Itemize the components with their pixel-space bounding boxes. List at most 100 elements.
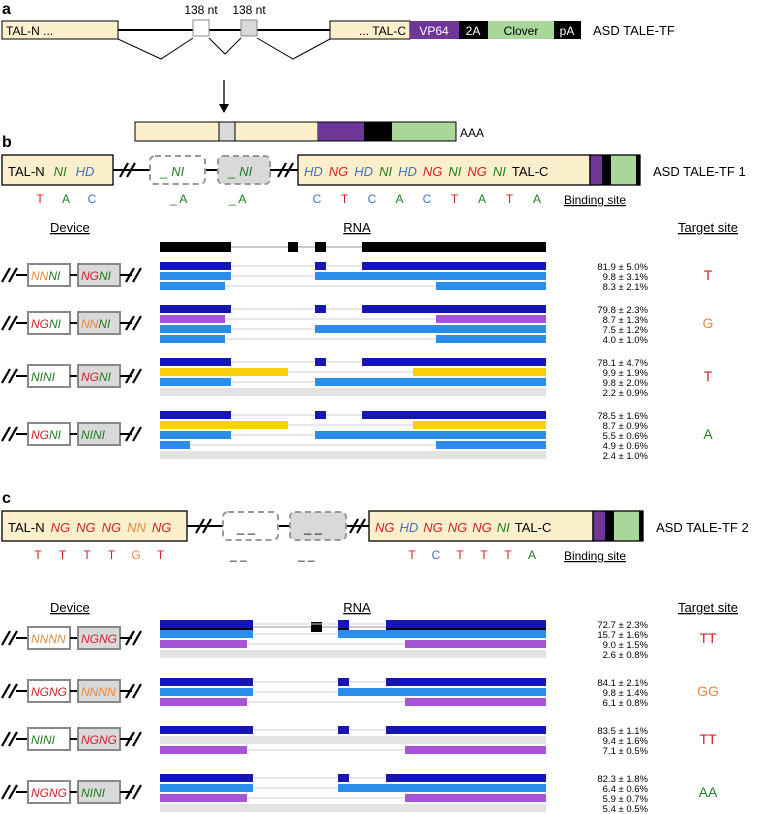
isoform-exon: [160, 431, 231, 439]
binding-base: A: [62, 192, 70, 206]
isoform-row: 4.0 ± 1.0%: [160, 335, 649, 346]
repeat-module: NI: [81, 786, 94, 800]
isoform-exon: [338, 726, 349, 734]
isoform-row: 9.8 ± 1.4%: [160, 688, 649, 699]
slash: [8, 315, 18, 331]
device-exon-1-repeats: NINI: [31, 370, 56, 384]
left-break-mark: [119, 162, 136, 178]
tal-c-box: [368, 510, 594, 542]
repeat-module: NI: [81, 428, 94, 442]
target-site-header: Target site: [678, 600, 738, 615]
device-header: Device: [50, 600, 90, 615]
repeat-module: NG: [81, 370, 99, 384]
repeat-module: NG: [467, 164, 487, 179]
slash: [132, 784, 142, 800]
repeat-module: TAL-N: [8, 164, 45, 179]
isoform-row: 7.5 ± 1.2%: [160, 325, 649, 336]
device-exon-1-repeats: NNNN: [31, 632, 66, 646]
device-left-break: [1, 315, 18, 331]
isoform-row: 83.5 ± 1.1%: [160, 726, 649, 737]
repeat-module: HD: [400, 520, 419, 535]
device-left-break: [1, 731, 18, 747]
binding-base: A: [528, 548, 536, 562]
tal-n-label: TAL-N ...: [6, 24, 53, 38]
effector-outline: [592, 510, 644, 542]
isoform-percentage: 5.4 ± 0.5%: [603, 804, 649, 814]
isoform-percentage: 81.9 ± 5.0%: [597, 262, 648, 273]
repeat-module: NN: [81, 685, 99, 699]
binding-base: T: [157, 548, 165, 562]
isoform-exon: [405, 698, 546, 706]
repeat-module: NN: [81, 317, 99, 331]
slash: [1, 784, 11, 800]
isoform-exon: [405, 640, 546, 648]
isoform-exon: [315, 262, 326, 270]
repeat-module: _: [159, 164, 168, 179]
isoform-exon: [160, 678, 253, 686]
target-site-base: T: [704, 267, 713, 283]
isoform-exon: [160, 441, 190, 449]
device-right-break: [125, 784, 142, 800]
slash: [132, 368, 142, 384]
isoform-row: 5.9 ± 0.7%: [160, 794, 649, 805]
binding-base: T: [480, 548, 488, 562]
repeat-module: NI: [48, 269, 61, 283]
polya-label: pA: [560, 24, 575, 38]
exon2-size: 138 nt: [232, 3, 266, 17]
isoform-exon: [386, 678, 546, 686]
isoform-percentage: 78.1 ± 4.7%: [597, 358, 648, 369]
slash: [1, 630, 11, 646]
isoform-percentage: 7.5 ± 1.2%: [603, 325, 649, 336]
isoform-row: 2.4 ± 1.0%: [160, 451, 649, 462]
binding-base: G: [131, 548, 140, 562]
isoform-exon: [413, 368, 546, 376]
isoform-exon: [436, 282, 546, 290]
device-right-break: [125, 731, 142, 747]
binding-base-optional: _ A: [169, 192, 187, 206]
isoform-row: 78.5 ± 1.6%: [160, 411, 649, 422]
isoform-exon: [405, 746, 546, 754]
device-right-break: [125, 426, 142, 442]
isoform-row: 81.9 ± 5.0%: [160, 262, 649, 273]
reference-exon-4: [362, 242, 546, 252]
repeat-module: NG: [102, 520, 122, 535]
binding-base-optional: _ _: [229, 548, 247, 562]
device-exon-2-repeats: NGNG: [81, 632, 117, 646]
slash: [125, 315, 135, 331]
repeat-module: NN: [48, 632, 66, 646]
isoform-percentage: 5.5 ± 0.6%: [603, 431, 649, 442]
isoform-row: 6.4 ± 0.6%: [160, 784, 649, 795]
isoform-exon: [160, 688, 253, 696]
splice-line: [208, 37, 242, 55]
isoform-row: 6.1 ± 0.8%: [160, 698, 649, 709]
isoform-percentage: 2.4 ± 1.0%: [603, 451, 649, 462]
isoform-row: 5.4 ± 0.5%: [160, 804, 649, 814]
isoform-exon: [315, 325, 546, 333]
repeat-module: HD: [354, 164, 373, 179]
isoform-percentage: 6.4 ± 0.6%: [603, 784, 649, 795]
isoform-exon: [338, 784, 546, 792]
repeat-module: NI: [379, 164, 392, 179]
repeat-module: NI: [31, 370, 44, 384]
tal-n-box: [1, 154, 114, 186]
slash: [8, 630, 18, 646]
isoform-row: 9.9 ± 1.9%: [160, 368, 649, 379]
isoform-percentage: 84.1 ± 2.1%: [597, 678, 648, 689]
device-exon-2-repeats: NGNI: [81, 269, 112, 283]
slash: [132, 267, 142, 283]
device-exon-1-repeats: NGNG: [31, 786, 67, 800]
isoform-exon: [160, 305, 231, 313]
isoform-row: 79.8 ± 2.3%: [160, 305, 649, 316]
isoform-exon: [160, 421, 288, 429]
tale-tf-title: ASD TALE-TF 1: [653, 164, 746, 179]
isoform-row: 15.7 ± 1.6%: [160, 630, 649, 641]
repeat-module: NI: [171, 164, 184, 179]
binding-base: T: [108, 548, 116, 562]
slash: [132, 630, 142, 646]
right-break-mark: [349, 518, 366, 534]
binding-base: A: [533, 192, 541, 206]
splice-line: [117, 37, 194, 60]
